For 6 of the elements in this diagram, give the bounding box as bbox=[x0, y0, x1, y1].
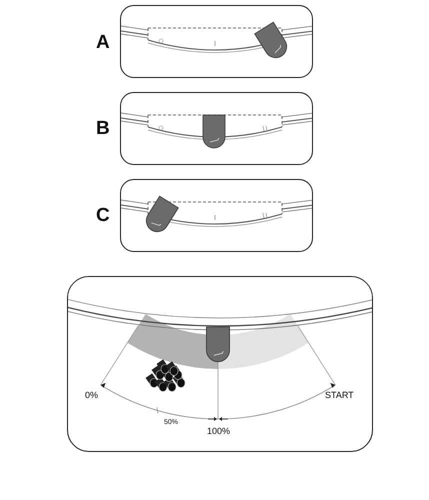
scale-label: 100% bbox=[207, 427, 230, 436]
panel-letter: C bbox=[96, 206, 110, 225]
scale-label: START bbox=[325, 391, 354, 400]
panel-letter: B bbox=[96, 119, 110, 138]
panel-letter: A bbox=[96, 33, 110, 52]
scale-label: 0% bbox=[85, 391, 98, 400]
